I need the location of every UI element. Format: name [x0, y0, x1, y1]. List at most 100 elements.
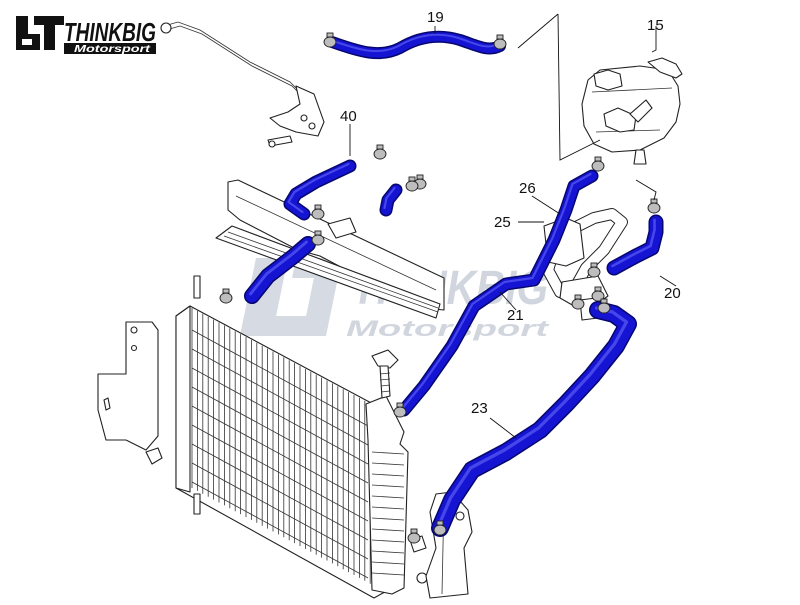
clamp-band [407, 532, 421, 544]
hose-clamp [407, 528, 421, 544]
tank-rib [371, 451, 405, 455]
radiator-fins [191, 308, 371, 584]
hose-clamp [591, 286, 605, 302]
hose-clamp [405, 176, 419, 192]
expansion-tank [581, 57, 683, 165]
radiator-core-line [191, 367, 369, 465]
hose-clamp [373, 144, 387, 160]
hose-clamp [311, 230, 325, 246]
hose-40-highlight [287, 162, 350, 214]
hose-clamp [433, 520, 447, 536]
hose-20-highlight [611, 218, 656, 268]
hose-21-highlight [401, 172, 592, 410]
clamp-screw [594, 286, 602, 292]
clamp-screw [314, 230, 322, 236]
tank-rib [371, 550, 405, 554]
clamp-screw [590, 262, 598, 268]
callout-23: 23 [471, 400, 488, 417]
radiator-core-line [191, 405, 369, 503]
hose-40b [379, 183, 403, 217]
radiator-core-line [191, 462, 369, 560]
clamp-band [311, 208, 325, 220]
clamp-band [493, 38, 507, 50]
tank-rib [371, 462, 405, 466]
callout-25: 25 [494, 214, 511, 231]
clamp-band [597, 302, 611, 314]
brand-tagline: Motorsport [74, 44, 151, 55]
radiator-shroud [215, 179, 445, 319]
hose-40b-highlight [383, 186, 396, 210]
clamp-screw [436, 520, 444, 526]
brand-name: THINKBIG [64, 17, 156, 47]
hose-21 [397, 169, 599, 417]
tank-rib [371, 495, 405, 499]
callout-26: 26 [519, 180, 536, 197]
clamp-screw [222, 288, 230, 294]
radiator-tank-ribs [371, 451, 405, 576]
tank-rib [371, 528, 405, 532]
hose-clamp [587, 262, 601, 278]
hose-clamp [597, 298, 611, 314]
radiator-core-line [191, 348, 369, 446]
radiator [175, 275, 428, 599]
hose-20 [606, 214, 664, 276]
hose-upper-short [244, 236, 316, 304]
hose-19 [326, 30, 506, 60]
tank-rib [371, 506, 405, 510]
clamp-band [571, 298, 585, 310]
brand-monogram [16, 16, 64, 50]
radiator-core-line [191, 443, 369, 541]
hose-19-highlight [329, 33, 500, 53]
hose-23-highlight [436, 306, 629, 528]
hose-23-edge [431, 301, 637, 537]
hose-clamp [393, 402, 407, 418]
hose-19-body [327, 32, 505, 58]
callout-15: 15 [647, 17, 664, 34]
clamp-screw [408, 176, 416, 182]
radiator-core-line [191, 424, 369, 522]
hose-40 [283, 159, 357, 221]
clamp-screw [416, 174, 424, 180]
bolt [371, 349, 399, 399]
clamp-band [405, 180, 419, 192]
radiator-core-line [191, 329, 369, 427]
tank-rib [371, 484, 405, 488]
clamp-band [393, 406, 407, 418]
callout-labels: 19 15 40 26 25 20 21 23 [340, 9, 681, 417]
tank-rib [371, 473, 405, 477]
clamp-band [433, 524, 447, 536]
brand-logo: THINKBIG Motorsport [16, 16, 156, 55]
tank-rib [371, 539, 405, 543]
clamp-band [323, 36, 337, 48]
side-bracket [97, 321, 163, 465]
hose-upper-short-body [245, 237, 315, 303]
clamp-screw [326, 32, 334, 38]
hose-clamp [571, 294, 585, 310]
clamp-band [219, 292, 233, 304]
clamp-band [373, 148, 387, 160]
radiator-core-line [191, 386, 369, 484]
radiator-core-line [191, 481, 369, 579]
hose-23-body [432, 302, 636, 536]
clamp-band [311, 234, 325, 246]
clamp-screw [574, 294, 582, 300]
hose-clamp [647, 198, 661, 214]
hose-upper-short-highlight [249, 240, 308, 296]
hose-clamps [219, 32, 661, 544]
clamp-band [591, 160, 605, 172]
hose-20-body [608, 216, 662, 274]
clamp-screw [314, 204, 322, 210]
hose-40b-body [381, 185, 401, 215]
watermark-tagline: Motorsport [346, 316, 551, 341]
callout-21: 21 [507, 307, 524, 324]
hose-clamp [219, 288, 233, 304]
hose-23 [431, 301, 637, 537]
clamp-screw [594, 156, 602, 162]
tank-rib [371, 561, 405, 565]
hose-clamp [493, 34, 507, 50]
clamp-screw [410, 528, 418, 534]
tank-rib [371, 517, 405, 521]
support-rod [160, 21, 325, 148]
